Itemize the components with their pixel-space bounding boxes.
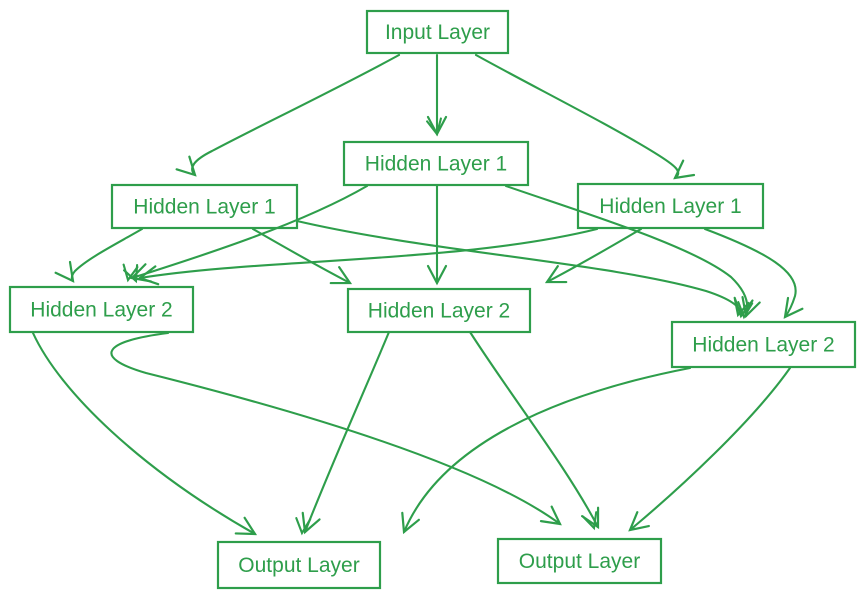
edge-hidden1-right-to-hidden2-left <box>137 227 599 286</box>
node-input-box <box>365 9 510 55</box>
arrowhead-scribble-icon <box>733 298 750 318</box>
node-hidden1-mid-box <box>342 140 530 187</box>
edge-hidden1-left-to-hidden2-mid <box>251 227 353 285</box>
node-hidden1-mid-label: Hidden Layer 1 <box>365 153 507 176</box>
node-output-left-label: Output Layer <box>238 554 359 577</box>
edge-hidden1-mid-to-hidden2-right <box>504 184 761 319</box>
arrowhead-scribble-icon <box>737 301 754 320</box>
edge-hidden2-right-to-output-right <box>628 366 792 532</box>
edge-hidden1-right-to-hidden2-mid <box>544 227 643 284</box>
arrowhead-scribble-icon <box>581 511 598 531</box>
node-output-left-box <box>216 540 382 590</box>
node-hidden2-mid-box <box>346 287 532 334</box>
edge-hidden2-left-to-output-right <box>110 331 562 526</box>
node-hidden2-left-box <box>8 285 195 334</box>
node-hidden1-left-box <box>110 183 299 230</box>
edge-hidden1-left-to-hidden2-right <box>295 219 754 319</box>
node-hidden2-left-label: Hidden Layer 2 <box>30 299 172 322</box>
node-hidden2-mid-label: Hidden Layer 2 <box>368 300 510 323</box>
edge-input-to-hidden1-right <box>474 53 696 180</box>
node-hidden1-left-label: Hidden Layer 1 <box>133 196 275 219</box>
edge-hidden2-mid-to-output-left <box>301 330 391 535</box>
edge-hidden1-right-to-hidden2-right <box>703 227 804 319</box>
node-input-label: Input Layer <box>385 21 490 44</box>
edge-hidden1-left-to-hidden2-left <box>54 227 144 283</box>
arrowhead-scribble-icon <box>295 517 312 536</box>
node-hidden2-right-box <box>670 320 857 369</box>
arrowhead-scribble-icon <box>122 263 139 283</box>
arrowhead-scribble-icon <box>123 263 139 284</box>
node-output-right-label: Output Layer <box>519 550 640 573</box>
edge-hidden2-mid-to-output-right <box>468 330 600 530</box>
node-output-right-box <box>496 537 663 585</box>
edge-input-to-hidden1-left <box>175 53 401 177</box>
edge-hidden2-left-to-output-left <box>31 331 258 536</box>
edge-hidden2-right-to-output-left <box>401 366 692 535</box>
arrowhead-scribble-icon <box>426 117 442 137</box>
node-hidden1-right-label: Hidden Layer 1 <box>599 195 741 218</box>
node-hidden2-right-label: Hidden Layer 2 <box>692 334 834 357</box>
